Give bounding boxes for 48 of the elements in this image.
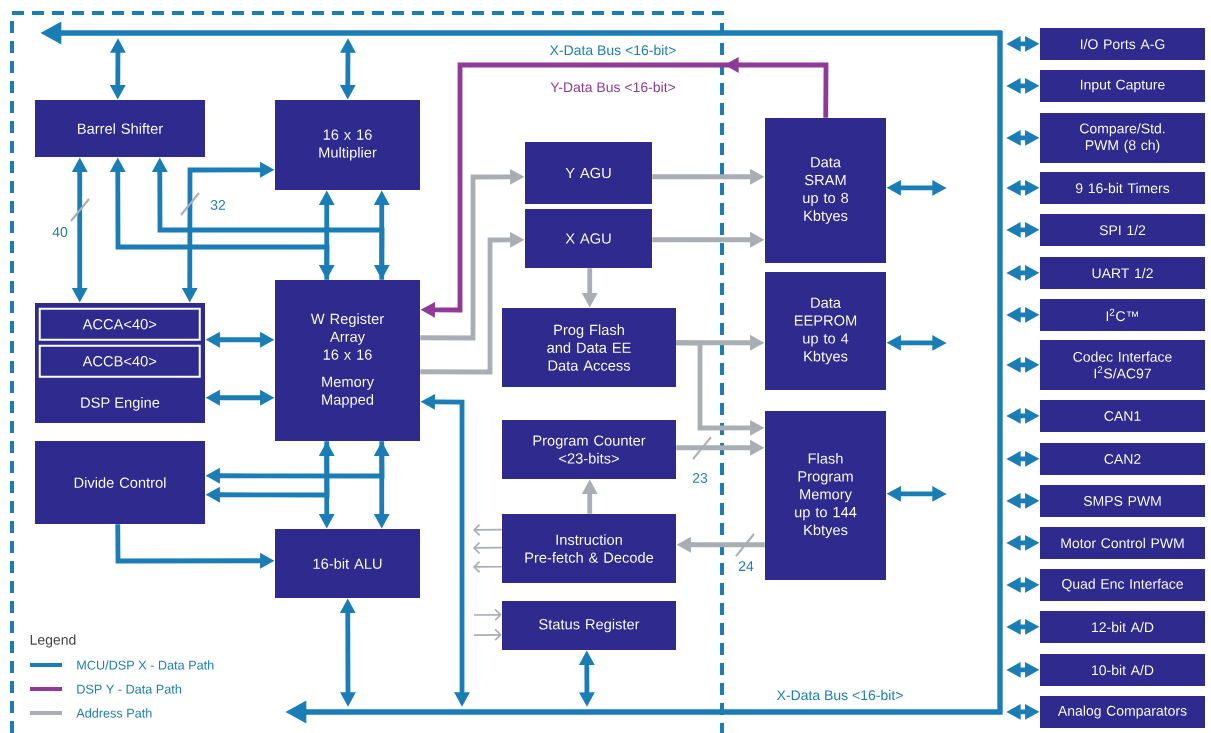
block-box: 16 x 16 Multiplier: [275, 100, 420, 190]
peripheral-box: 10-bit A/D: [1040, 654, 1205, 686]
bus-label: X-Data Bus <16-bit>: [548, 43, 678, 57]
peripheral-box: SMPS PWM: [1040, 485, 1205, 517]
peripheral-box: Motor Control PWM: [1040, 527, 1205, 559]
block-box: Program Counter <23-bits>: [502, 420, 676, 479]
peripheral-box: I/O Ports A-G: [1040, 28, 1205, 60]
peripheral-box: Quad Enc Interface: [1040, 569, 1205, 601]
edge-label: 32: [208, 198, 228, 212]
edge-label: Y-Data Bus <16-bit>: [548, 80, 678, 94]
arrow: [473, 608, 502, 621]
peripheral-box: 9 16-bit Timers: [1040, 172, 1205, 204]
legend-title: Legend: [28, 633, 78, 649]
block-box: Prog Flash and Data EE Data Access: [502, 308, 676, 387]
arrow: [473, 628, 502, 641]
block-box: Y AGU: [525, 142, 652, 204]
legend-text: DSP Y - Data Path: [77, 684, 182, 694]
register-box: ACCA<40>: [38, 307, 201, 341]
peripheral-box: Codec Interface I$^{2}$S/AC97: [1040, 340, 1205, 390]
arrow: [473, 523, 503, 537]
peripheral-box: Analog Comparators: [1040, 696, 1205, 728]
edge-label: 40: [50, 225, 70, 239]
peripheral-box: Compare/Std. PWM (8 ch): [1040, 113, 1205, 163]
block-box: Data SRAM up to 8 Kbtyes: [765, 118, 886, 263]
arrow: [473, 541, 503, 555]
legend-text: Address Path: [76, 708, 152, 718]
block-box: 16-bit ALU: [275, 529, 420, 598]
block-box: Barrel Shifter: [35, 100, 205, 157]
peripheral-box: UART 1/2: [1040, 257, 1205, 289]
block-box: Divide Control: [35, 441, 205, 524]
block-box: Data EEPROM up to 4 Kbtyes: [765, 272, 886, 390]
block-box: Instruction Pre-fetch & Decode: [502, 514, 676, 583]
peripheral-box: CAN1: [1040, 400, 1205, 432]
register-box: ACCB<40>: [38, 344, 201, 378]
bus-label: X-Data Bus <16-bit>: [775, 688, 905, 702]
peripheral-box: I$^{2}$C™: [1040, 299, 1205, 331]
edge-label: 23: [690, 471, 710, 485]
legend-text: MCU/DSP X - Data Path: [77, 660, 214, 670]
block-box: W Register Array 16 x 16 Memory Mapped: [275, 280, 420, 441]
arrow: [473, 560, 503, 574]
peripheral-box: 12-bit A/D: [1040, 611, 1205, 643]
edge-label: 24: [736, 559, 756, 573]
peripheral-box: SPI 1/2: [1040, 214, 1205, 246]
block-box: X AGU: [525, 209, 652, 268]
peripheral-box: CAN2: [1040, 443, 1205, 475]
block-box: Status Register: [502, 601, 676, 650]
block-box: Flash Program Memory up to 144 Kbtyes: [765, 411, 886, 580]
peripheral-box: Input Capture: [1040, 70, 1205, 102]
